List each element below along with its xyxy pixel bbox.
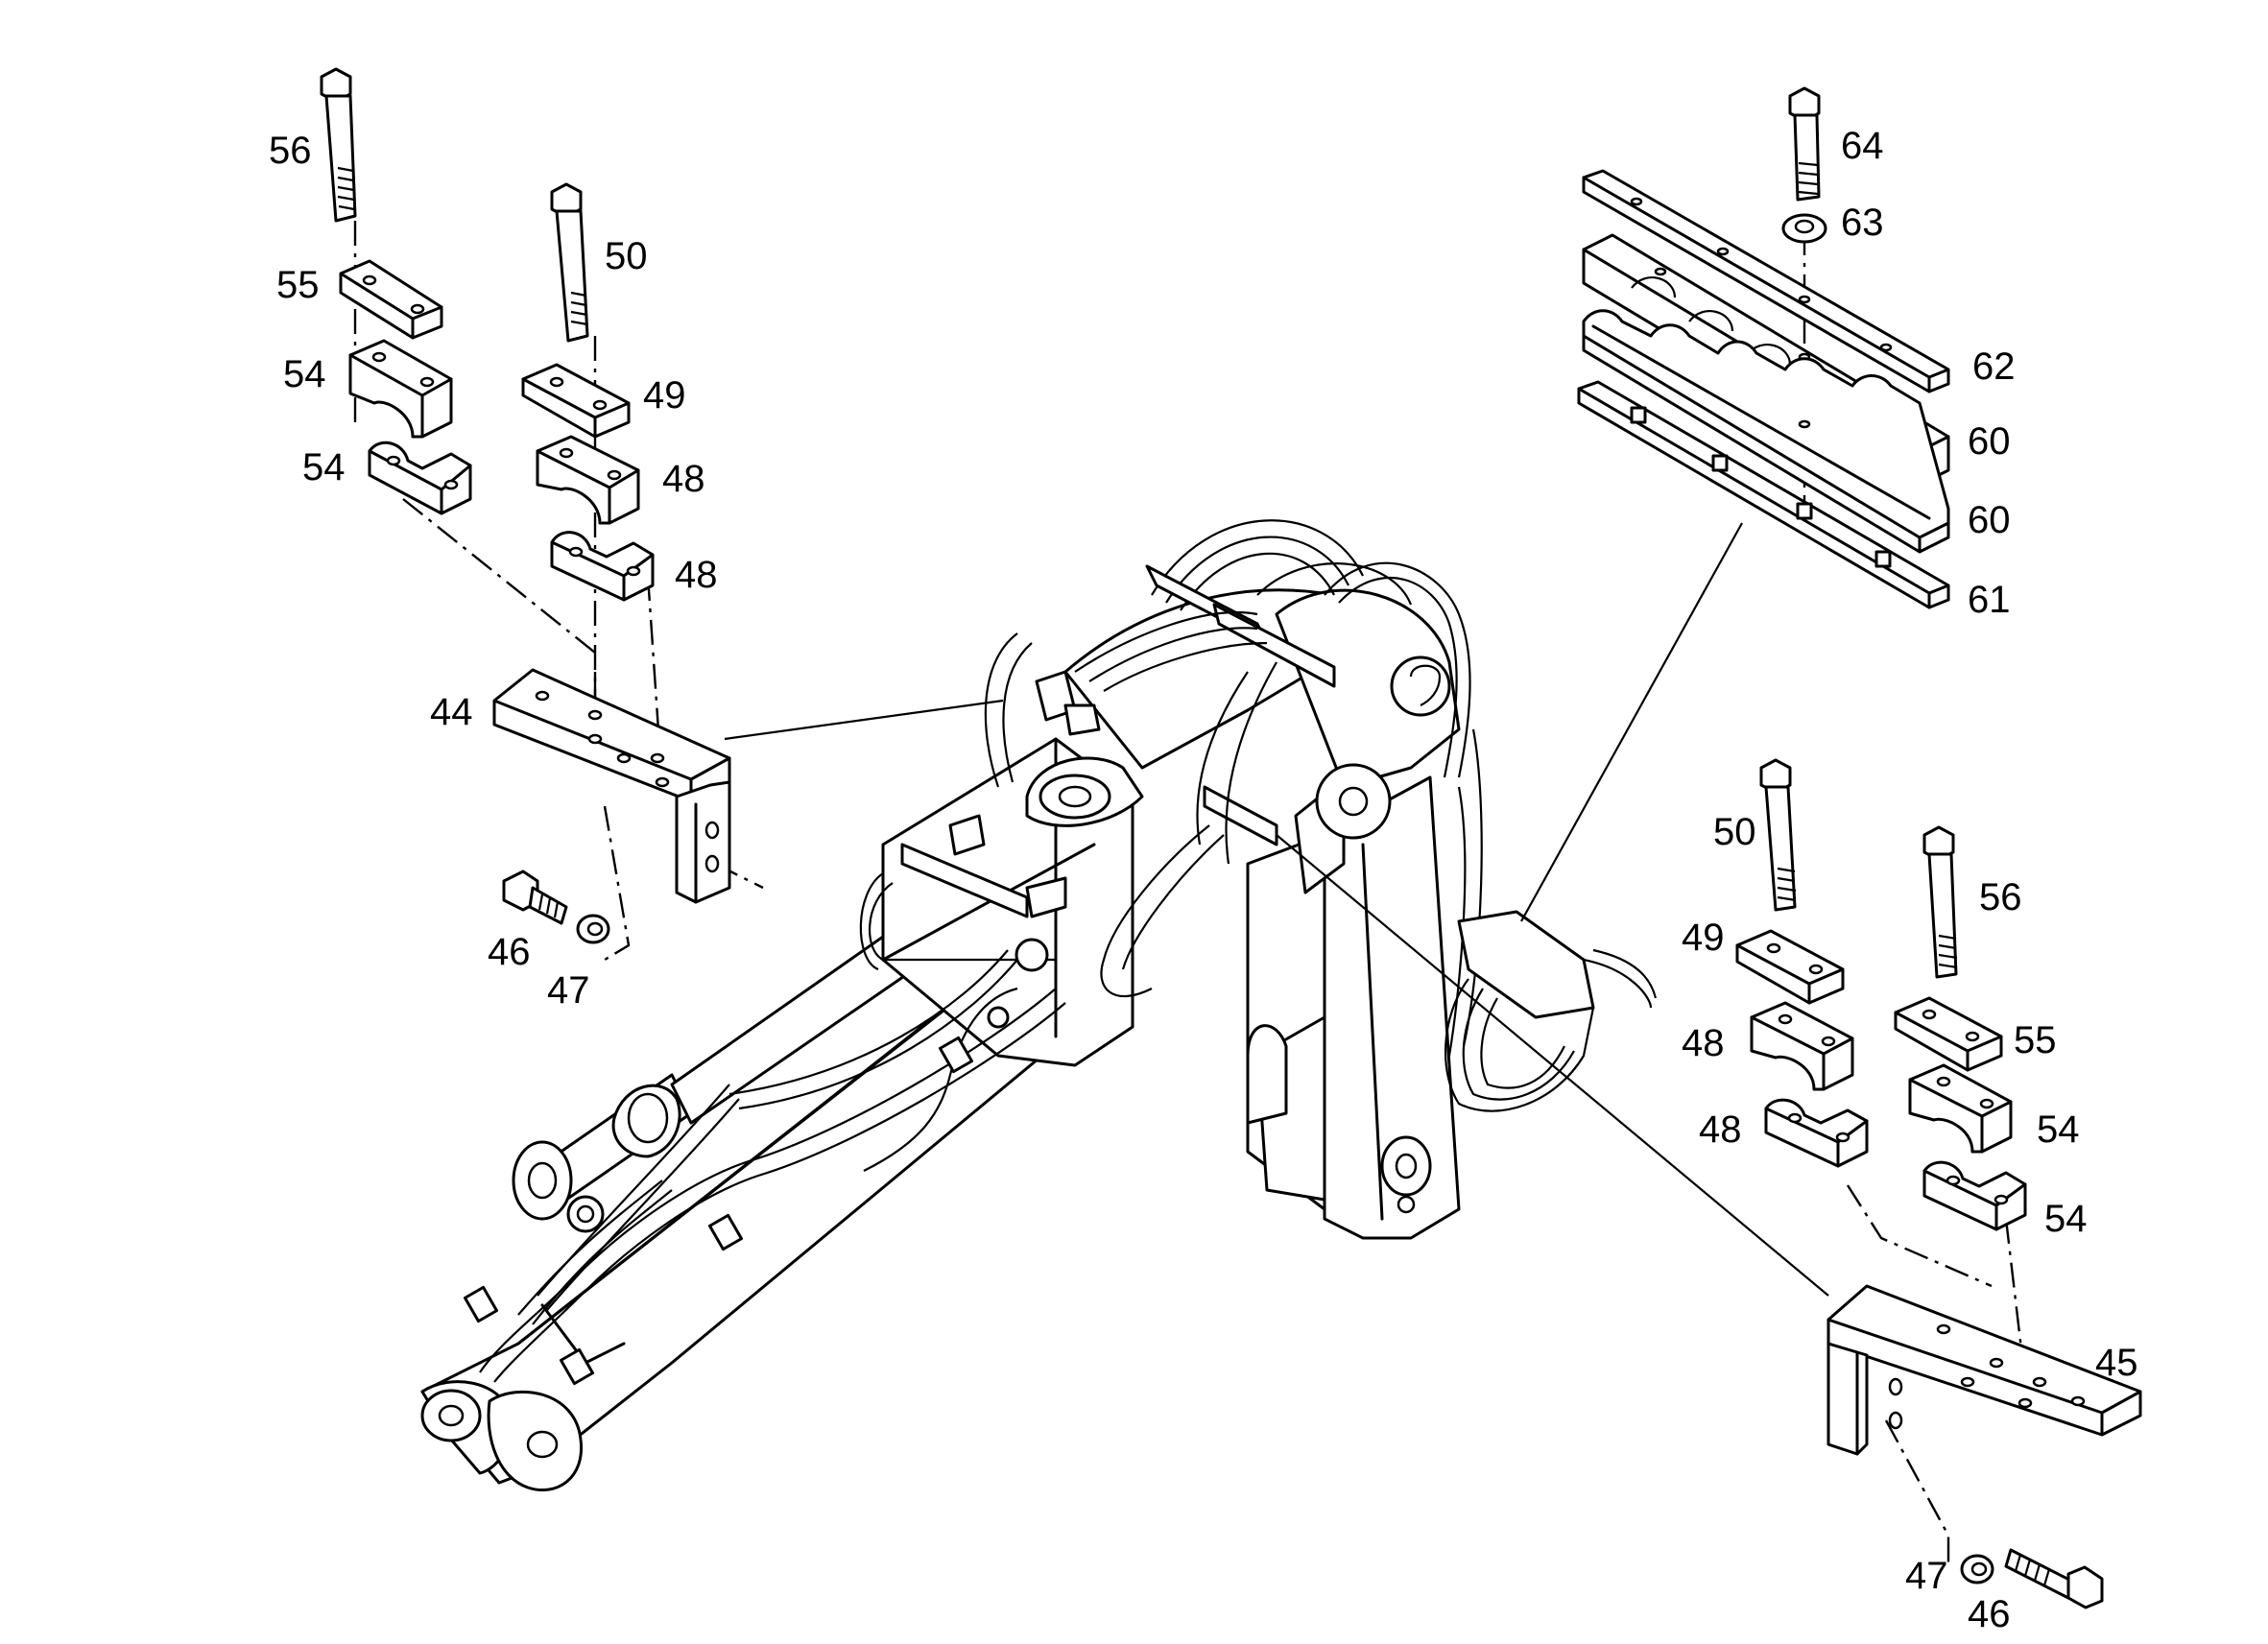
label-54a-top-left: 54 [283,353,326,395]
label-46-bottom-right: 46 [1968,1593,2011,1635]
label-60a: 60 [1968,420,2011,463]
label-50-top-left: 50 [605,235,648,277]
label-44: 44 [430,691,473,733]
label-56-top-left: 56 [269,130,312,172]
boom-assembly [420,519,1658,1492]
washer-47-top-left [576,914,610,944]
label-47-bottom-right: 47 [1905,1555,1948,1597]
bolt-56-top-left [320,67,357,223]
label-49-top-left: 49 [643,374,686,417]
label-47-top-left: 47 [547,969,590,1012]
part-labels: 56 55 54 54 50 49 48 48 44 46 47 64 63 6… [269,125,2138,1635]
callout-lines [353,221,2027,1564]
label-54b-bottom-right: 54 [2044,1198,2088,1240]
label-50-bottom-right: 50 [1713,811,1756,853]
label-45: 45 [2095,1342,2138,1384]
label-63: 63 [1841,202,1884,244]
label-54b-top-left: 54 [302,446,346,488]
clamp-kit-top-right [1577,86,1950,609]
label-61: 61 [1968,579,2011,621]
label-54a-bottom-right: 54 [2037,1108,2080,1151]
label-56-bottom-right: 56 [1979,876,2022,918]
bolt-46-top-left [502,870,568,925]
label-48a-bottom-right: 48 [1682,1022,1725,1064]
label-46-top-left: 46 [488,931,531,973]
label-60b: 60 [1968,499,2011,541]
label-48b-bottom-right: 48 [1699,1108,1742,1151]
clamp-kit-top-left [320,67,731,944]
label-64: 64 [1841,125,1884,167]
bolt-50-top-left [550,182,589,343]
label-48a-top-left: 48 [662,458,705,500]
clamp-kit-bottom-right [1735,758,2142,1609]
label-48b-top-left: 48 [675,554,718,596]
bracket-44 [492,668,731,904]
label-55-top-left: 55 [276,264,320,306]
label-55-bottom-right: 55 [2014,1019,2057,1061]
label-49-bottom-right: 49 [1682,917,1725,959]
label-62: 62 [1972,345,2016,388]
